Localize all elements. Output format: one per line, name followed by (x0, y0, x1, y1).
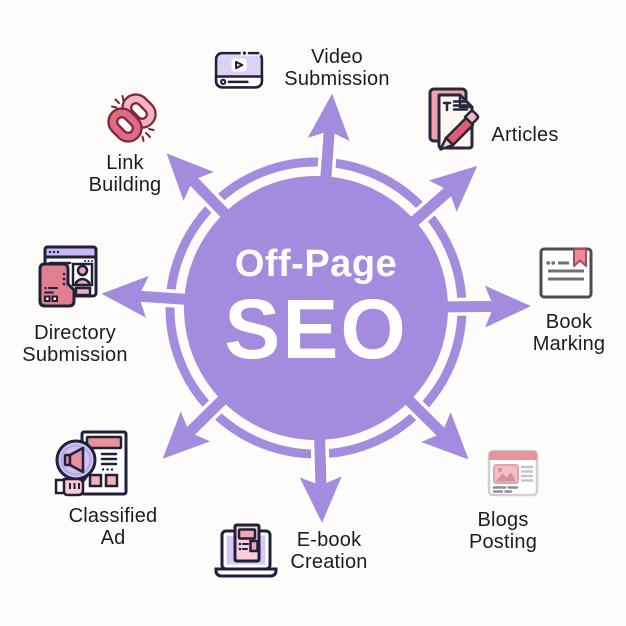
node-articles: Articles (483, 124, 567, 146)
node-video-submission: Video Submission (276, 46, 398, 90)
node-label-line: Directory (34, 322, 116, 344)
node-label-line: Video (311, 46, 363, 68)
node-label-line: Articles (491, 124, 559, 146)
node-label-line: Creation (290, 551, 368, 573)
node-ebook-creation: E-book Creation (277, 529, 381, 573)
node-label-line: E-book (296, 529, 362, 551)
laptop-ebook-icon (214, 523, 278, 581)
node-label-line: Ad (100, 527, 126, 549)
node-label-line: Classified (68, 505, 158, 527)
chain-link-icon (106, 92, 158, 144)
node-label-line: Posting (468, 531, 538, 553)
node-link-building: Link Building (75, 152, 175, 196)
node-directory-submission: Directory Submission (13, 322, 137, 366)
magnifier-megaphone-icon (54, 428, 128, 504)
directory-folder-icon (33, 244, 99, 312)
bookmark-document-icon (538, 246, 594, 300)
center-circle (184, 176, 448, 440)
node-label-line: Book (545, 311, 593, 333)
node-label-line: Link (106, 152, 144, 174)
node-blogs-posting: Blogs Posting (453, 509, 553, 553)
node-label-line: Blogs (477, 509, 529, 531)
node-label-line: Submission (284, 68, 390, 90)
article-pencil-icon (427, 87, 481, 151)
node-label-line: Building (88, 174, 162, 196)
node-classified-ad: Classified Ad (63, 505, 163, 549)
blog-page-icon (486, 446, 540, 500)
node-book-marking: Book Marking (519, 311, 619, 355)
node-label-line: Submission (22, 344, 128, 366)
node-label-line: Marking (532, 333, 606, 355)
video-player-icon (214, 48, 264, 90)
